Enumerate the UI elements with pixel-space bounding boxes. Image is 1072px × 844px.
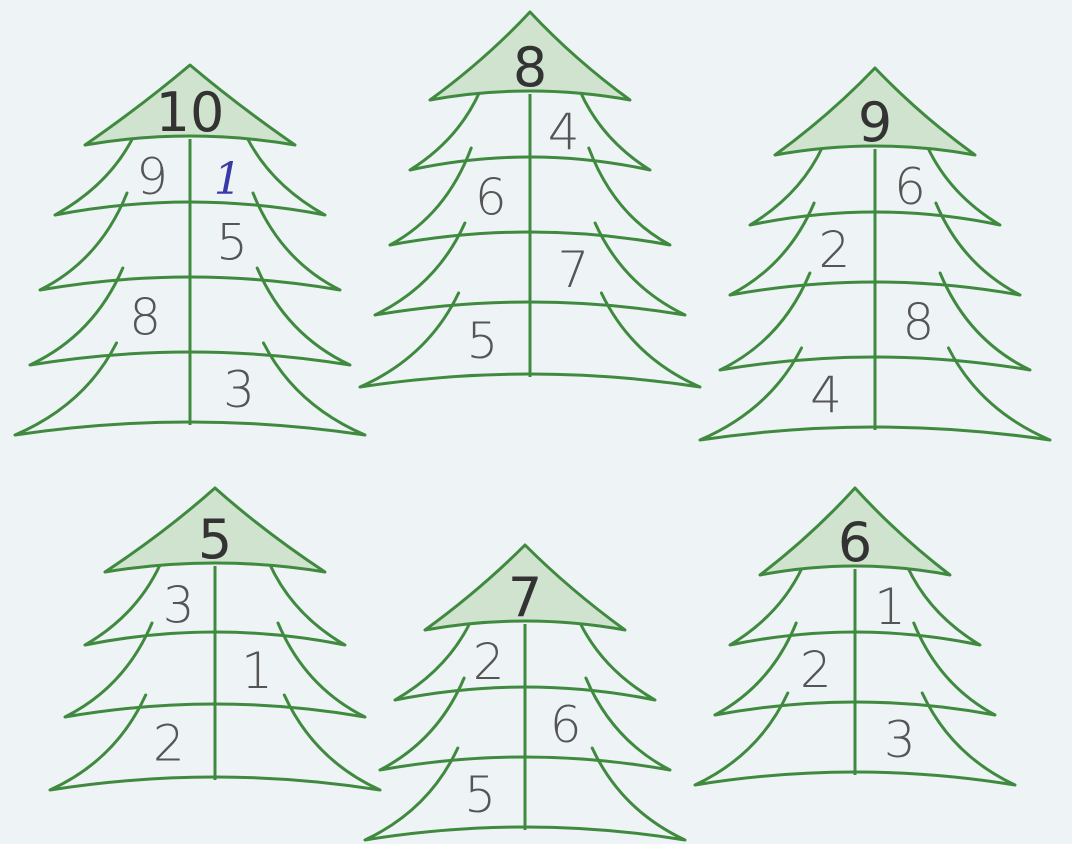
tree-left-number: 5	[464, 766, 496, 824]
tree-top-number: 5	[198, 508, 232, 571]
tree-left-number: 9	[136, 148, 168, 206]
tree-right-number: 3	[223, 361, 255, 419]
tree-left-number: 3	[163, 577, 195, 635]
tree-left-number: 8	[129, 289, 161, 347]
tree-left-number: 2	[153, 715, 185, 773]
tree-right-handwritten-answer: 1	[214, 154, 242, 205]
tree-top-number: 10	[156, 81, 225, 144]
tree-left-number: 5	[466, 312, 498, 370]
tree-right-number: 1	[241, 642, 273, 700]
tree-top-number: 8	[513, 36, 547, 99]
tree-top-number: 7	[508, 566, 542, 629]
tree-left-number: 6	[475, 169, 507, 227]
tree-right-number: 6	[550, 696, 582, 754]
tree-right-number: 6	[894, 158, 926, 216]
tree-left-number: 2	[800, 641, 832, 699]
tree-right-number: 3	[884, 711, 916, 769]
tree-right-number: 8	[902, 294, 934, 352]
tree-left-number: 4	[810, 366, 842, 424]
tree-top-number: 6	[838, 511, 872, 574]
tree-right-number: 7	[557, 241, 589, 299]
tree-left-number: 2	[473, 633, 505, 691]
tree-right-number: 5	[216, 214, 248, 272]
tree-right-number: 1	[874, 578, 906, 636]
tree-left-number: 2	[818, 221, 850, 279]
tree-right-number: 4	[548, 103, 580, 161]
tree-top-number: 9	[858, 91, 892, 154]
